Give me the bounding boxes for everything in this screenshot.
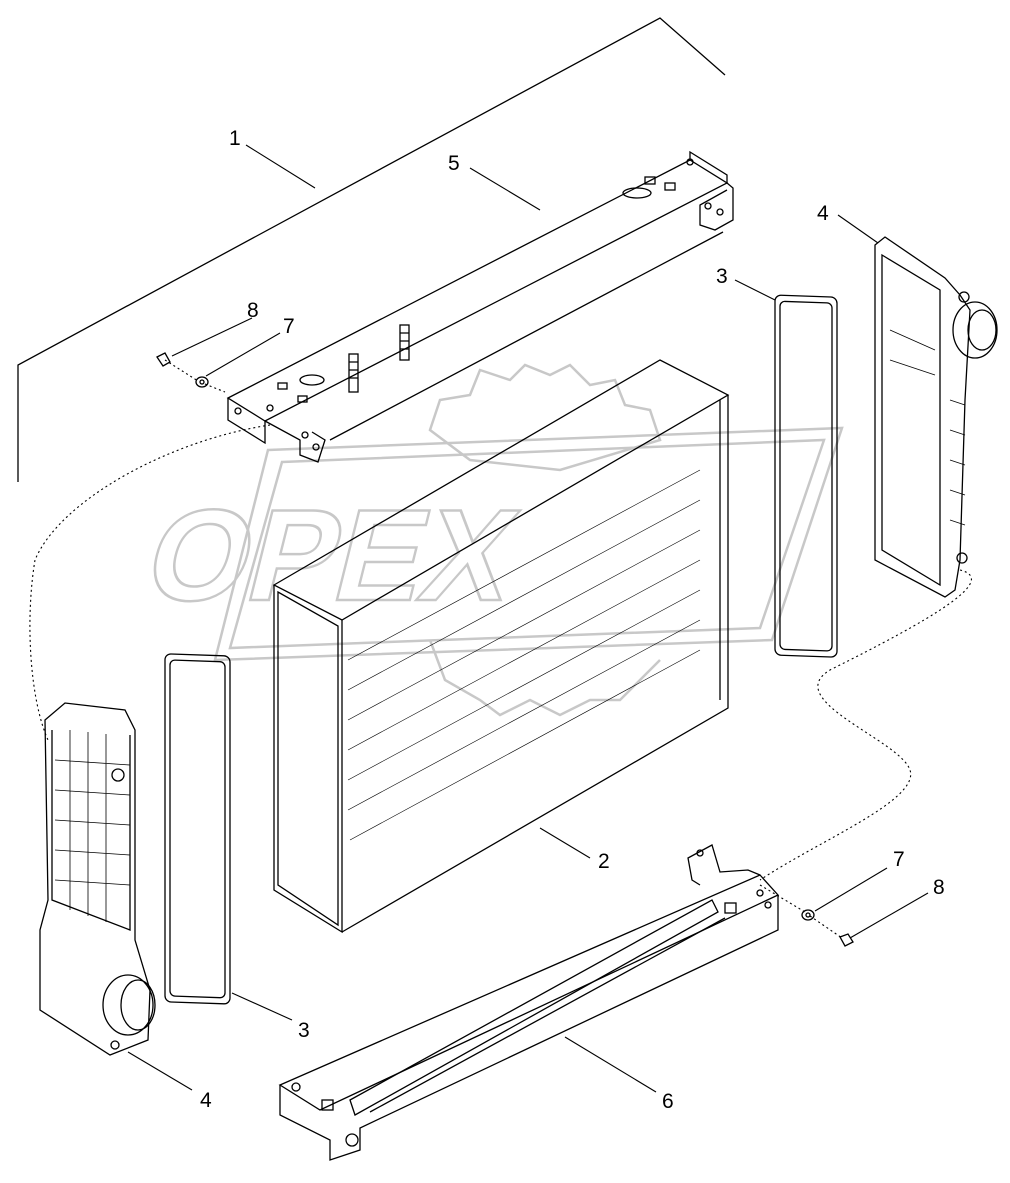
callout-3-right: 3 [716, 265, 728, 288]
part-washer-top [195, 376, 209, 388]
callout-7-bottom: 7 [893, 848, 905, 871]
leader-lines [127, 144, 929, 1093]
watermark-badge-inner [228, 438, 826, 650]
part-gasket-left [164, 653, 231, 1005]
assembly-group-outline [17, 17, 726, 482]
dotted-routing-lines [29, 359, 972, 939]
part-radiator-core [272, 359, 730, 934]
part-gasket-right [774, 294, 838, 658]
part-tank-left [39, 702, 156, 1056]
callout-2: 2 [598, 850, 610, 873]
part-bottom-bracket [278, 844, 780, 1161]
part-bolt-bottom [839, 933, 854, 947]
part-bolt-top [156, 352, 171, 367]
opex-watermark: OPEX [132, 363, 844, 717]
callout-5: 5 [448, 152, 460, 175]
callout-4-left: 4 [200, 1089, 212, 1112]
callout-1: 1 [229, 127, 241, 150]
part-washer-bottom [801, 909, 815, 921]
part-top-bracket [226, 150, 734, 463]
watermark-gear-lower-icon [428, 639, 661, 717]
callout-7-top: 7 [283, 315, 295, 338]
callout-8-top: 8 [247, 299, 259, 322]
callout-labels: 1 2 3 3 4 4 5 6 7 7 8 8 [200, 127, 945, 1113]
callout-8-bottom: 8 [933, 876, 945, 899]
callout-4-right: 4 [817, 202, 829, 225]
watermark-badge-outer [213, 426, 844, 662]
callout-6: 6 [662, 1090, 674, 1113]
watermark-gear-icon [428, 363, 662, 472]
callout-3-left: 3 [298, 1019, 310, 1042]
watermark-text: OPEX [134, 483, 531, 628]
part-tank-right [874, 236, 998, 598]
